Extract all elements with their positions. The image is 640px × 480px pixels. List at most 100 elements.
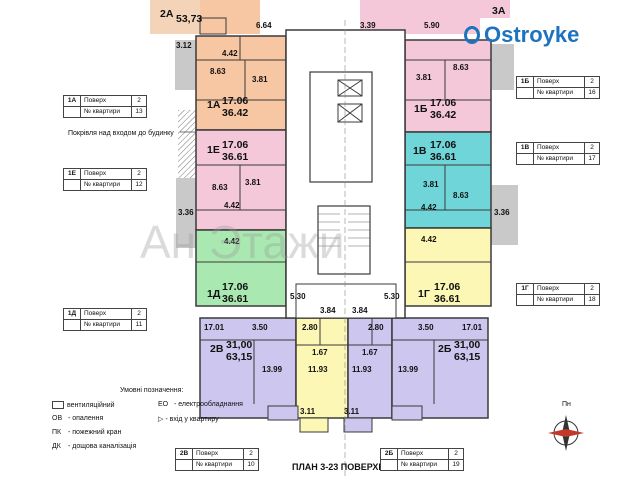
apt-living: 17.06 bbox=[222, 139, 248, 151]
apt-id: 1Б bbox=[414, 103, 428, 115]
svg-text:8.63: 8.63 bbox=[453, 191, 469, 200]
apt-label-1b: 1Б 17.06 36.42 bbox=[414, 97, 456, 121]
apt-living: 17.06 bbox=[222, 95, 248, 107]
svg-text:5.30: 5.30 bbox=[290, 292, 306, 301]
svg-text:2.80: 2.80 bbox=[368, 323, 384, 332]
apt-label-2v: 2В 31,00 63,15 bbox=[210, 339, 252, 363]
apartment-1g[interactable] bbox=[404, 227, 492, 307]
svg-text:3.81: 3.81 bbox=[245, 178, 261, 187]
apt-id: 1Д bbox=[207, 288, 221, 300]
canopy-label: Покрівля над входом до будинку bbox=[68, 129, 174, 137]
apt-id: 1В bbox=[413, 145, 427, 157]
apt-label-1d: 1Д 17.06 36.61 bbox=[207, 281, 248, 305]
apt-living: 31,00 bbox=[454, 339, 480, 351]
svg-text:5.30: 5.30 bbox=[384, 292, 400, 301]
balcony-right bbox=[490, 185, 518, 245]
apt-id-3a: 3А bbox=[492, 5, 506, 17]
apt-id-2a: 2А bbox=[160, 8, 174, 20]
apt-id: 1А bbox=[207, 99, 221, 111]
legend-item: ОВ - опалення bbox=[52, 415, 104, 422]
legend-item: ДК - дощова каналізація bbox=[52, 443, 137, 450]
apt-label-1e: 1Е 17.06 36.61 bbox=[207, 139, 248, 163]
legend-item: ЕО - електрообладнання bbox=[158, 401, 243, 408]
svg-text:3.36: 3.36 bbox=[494, 208, 510, 217]
apt-label-2b: 2Б 31,00 63,15 bbox=[438, 339, 480, 363]
apt-id: 2Б bbox=[438, 343, 452, 355]
svg-text:17.01: 17.01 bbox=[204, 323, 225, 332]
stair-block bbox=[317, 205, 371, 275]
plan-title: ПЛАН 3-23 ПОВЕРХІВ bbox=[292, 462, 388, 472]
svg-text:3.11: 3.11 bbox=[344, 407, 360, 416]
apt-id: 1Г bbox=[418, 288, 430, 300]
apartment-2v-left[interactable] bbox=[199, 317, 297, 419]
legend: Умовні позначення: вентиляційний ОВ - оп… bbox=[48, 383, 288, 475]
svg-text:4.42: 4.42 bbox=[222, 49, 238, 58]
apt-label-1g: 1Г 17.06 36.61 bbox=[418, 281, 460, 305]
svg-text:8.63: 8.63 bbox=[453, 63, 469, 72]
apartment-2b-right[interactable] bbox=[391, 317, 489, 419]
apt-total: 63,15 bbox=[454, 351, 480, 363]
brand-name: Ostroyke bbox=[484, 22, 580, 47]
ostroyke-logo-icon bbox=[464, 26, 480, 44]
apartment-3a-partial bbox=[360, 0, 480, 34]
svg-text:3.50: 3.50 bbox=[418, 323, 434, 332]
legend-title: Умовні позначення: bbox=[120, 387, 184, 394]
legend-item: вентиляційний bbox=[52, 401, 115, 409]
compass-label: Пн bbox=[562, 401, 571, 408]
svg-text:3.36: 3.36 bbox=[178, 208, 194, 217]
svg-text:4.42: 4.42 bbox=[224, 201, 240, 210]
svg-text:3.50: 3.50 bbox=[252, 323, 268, 332]
balcony-left bbox=[176, 178, 198, 248]
svg-text:13.99: 13.99 bbox=[398, 365, 419, 374]
apt-total: 36.61 bbox=[222, 293, 248, 305]
legend-item: ПК - пожежний кран bbox=[52, 429, 122, 436]
apt-total: 36.61 bbox=[434, 293, 460, 305]
apartment-1d[interactable] bbox=[195, 229, 287, 307]
entry-arrow-icon: ▷ bbox=[158, 416, 164, 423]
svg-text:3.81: 3.81 bbox=[252, 75, 268, 84]
svg-text:2.80: 2.80 bbox=[302, 323, 318, 332]
svg-text:3.81: 3.81 bbox=[423, 180, 439, 189]
apartment-1v[interactable] bbox=[404, 131, 492, 229]
apt-id: 2В bbox=[210, 343, 224, 355]
svg-text:4.42: 4.42 bbox=[421, 235, 437, 244]
svg-text:13.99: 13.99 bbox=[262, 365, 283, 374]
svg-text:1.67: 1.67 bbox=[312, 348, 328, 357]
canopy-area bbox=[178, 110, 198, 178]
compass-icon bbox=[548, 415, 584, 451]
apartment-1e[interactable] bbox=[195, 129, 287, 231]
apt-living: 17.06 bbox=[434, 281, 460, 293]
apt-living: 17.06 bbox=[430, 139, 456, 151]
legend-item: ▷ - вхід у квартиру bbox=[158, 416, 219, 423]
central-core bbox=[285, 29, 406, 319]
apt-total: 36.61 bbox=[430, 151, 456, 163]
apt-total: 36.42 bbox=[222, 107, 248, 119]
apartment-1b[interactable] bbox=[404, 39, 492, 133]
svg-text:11.93: 11.93 bbox=[308, 365, 328, 374]
apt-living: 31,00 bbox=[226, 339, 252, 351]
svg-text:1.67: 1.67 bbox=[362, 348, 378, 357]
svg-text:8.63: 8.63 bbox=[210, 67, 226, 76]
apt-total: 63,15 bbox=[226, 351, 252, 363]
apt-total: 36.42 bbox=[430, 109, 456, 121]
svg-text:4.42: 4.42 bbox=[224, 237, 240, 246]
svg-text:8.63: 8.63 bbox=[212, 183, 228, 192]
apt-total-2a: 53,73 bbox=[176, 13, 202, 25]
svg-text:3.84: 3.84 bbox=[320, 306, 336, 315]
svg-text:11.93: 11.93 bbox=[352, 365, 372, 374]
watermark-text: Ан Этажи bbox=[140, 216, 345, 268]
apt-living: 17.06 bbox=[222, 281, 248, 293]
apt-label-1a: 1А 17.06 36.42 bbox=[207, 95, 248, 119]
svg-text:3.11: 3.11 bbox=[300, 407, 316, 416]
svg-text:3.39: 3.39 bbox=[360, 21, 376, 30]
